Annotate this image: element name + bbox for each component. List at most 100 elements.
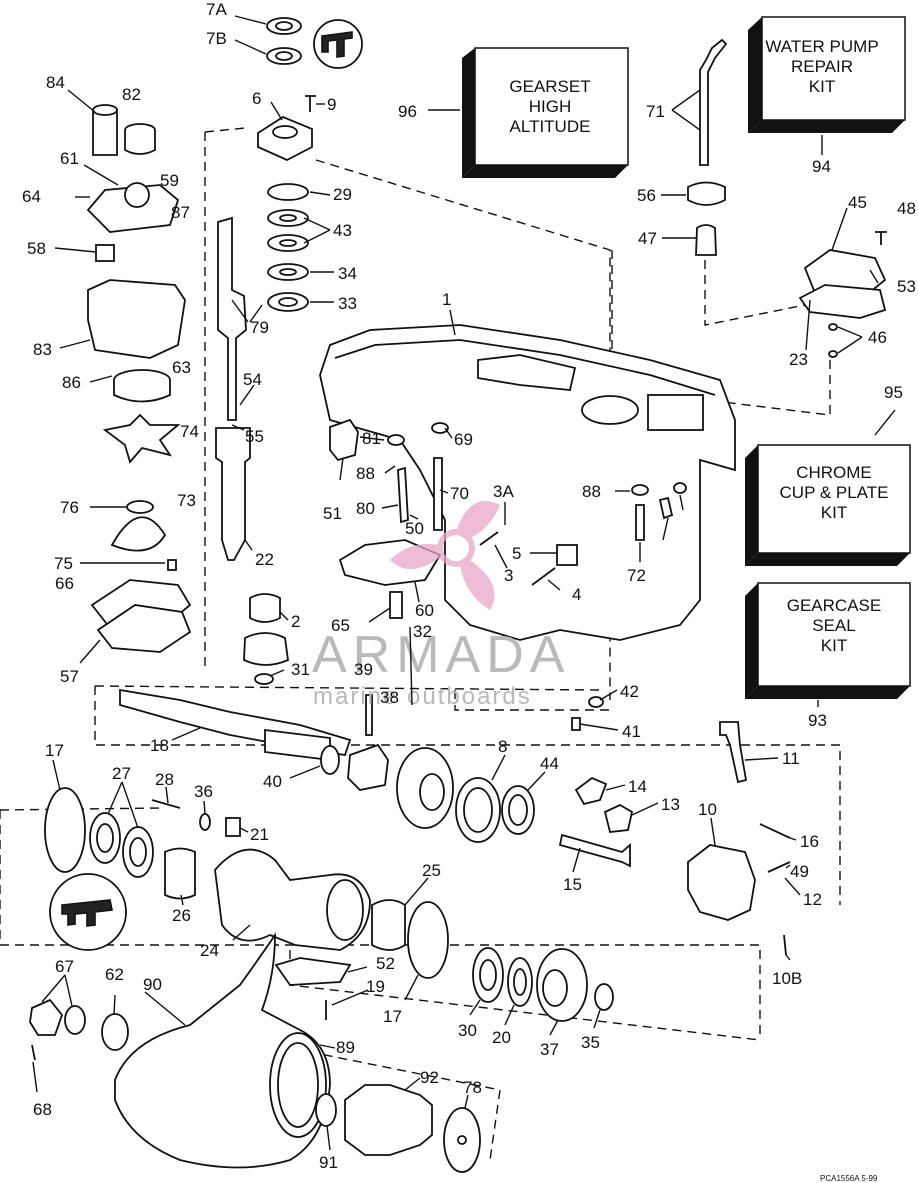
- kit-chrome-line-1: CHROME: [796, 463, 872, 482]
- kit-chrome-line-2: CUP & PLATE: [780, 483, 889, 502]
- part-shapes: [29, 17, 887, 1173]
- callout-3: 3: [504, 566, 513, 585]
- callout-33: 33: [338, 294, 357, 313]
- callout-5: 5: [512, 544, 521, 563]
- kit-chrome-line-3: KIT: [821, 503, 847, 522]
- callout-14: 14: [628, 777, 647, 796]
- callout-36: 36: [194, 782, 213, 801]
- callout-76: 76: [60, 498, 79, 517]
- callout-16: 16: [800, 832, 819, 851]
- callout-22: 22: [255, 550, 274, 569]
- callout-26: 26: [172, 906, 191, 925]
- callout-48: 48: [897, 199, 916, 218]
- callout-56: 56: [637, 186, 656, 205]
- callout-23: 23: [789, 350, 808, 369]
- callout-21: 21: [250, 825, 269, 844]
- callout-11: 11: [782, 749, 800, 768]
- callout-66: 66: [55, 574, 74, 593]
- callout-12: 12: [803, 890, 822, 909]
- callout-82: 82: [122, 85, 141, 104]
- callout-53: 53: [897, 277, 916, 296]
- callout-89: 89: [336, 1038, 355, 1057]
- callout-78: 78: [463, 1078, 482, 1097]
- callout-75: 75: [54, 554, 73, 573]
- watermark-propeller-logo: [390, 501, 500, 610]
- callout-9: 9: [327, 95, 336, 114]
- callout-68: 68: [33, 1100, 52, 1119]
- callout-38: 38: [380, 688, 399, 707]
- watermark: ARMADA marine outboards: [312, 501, 570, 710]
- figure-code: PCA1556A 5-99: [820, 1174, 878, 1183]
- callout-63: 63: [172, 358, 191, 377]
- callout-61: 61: [60, 149, 79, 168]
- callout-72: 72: [627, 566, 646, 585]
- callout-3a: 3A: [493, 482, 514, 501]
- kit-seal-line-1: GEARCASE: [787, 596, 881, 615]
- leader-lines: [32, 15, 896, 1151]
- callout-64: 64: [22, 187, 41, 206]
- callout-70: 70: [450, 484, 469, 503]
- callout-58: 58: [27, 239, 46, 258]
- callout-28: 28: [155, 770, 174, 789]
- callout-95: 95: [884, 383, 903, 402]
- callout-54: 54: [243, 370, 262, 389]
- callout-17: 17: [45, 741, 64, 760]
- callout-90: 90: [143, 975, 162, 994]
- callout-83: 83: [33, 340, 52, 359]
- kit-box-water-pump: WATER PUMP REPAIR KIT: [748, 16, 906, 133]
- callout-2: 2: [291, 612, 300, 631]
- callout-7b: 7B: [206, 29, 227, 48]
- kit-box-seal: GEARCASE SEAL KIT: [745, 582, 911, 699]
- watermark-brand: ARMADA: [312, 626, 570, 684]
- callout-50: 50: [405, 519, 424, 538]
- callout-24: 24: [200, 941, 219, 960]
- callout-84: 84: [46, 73, 65, 92]
- callout-numbers: 7A 7B 6 9 84 82 61 59 64 87 58 83 86 63 …: [22, 0, 916, 1172]
- kit-seal-line-3: KIT: [821, 636, 847, 655]
- callout-47: 47: [638, 229, 657, 248]
- callout-17b: 17: [383, 1007, 402, 1026]
- callout-96: 96: [398, 102, 417, 121]
- kit-gearset-line-3: ALTITUDE: [510, 117, 591, 136]
- callout-73: 73: [177, 491, 196, 510]
- kit-box-chrome: CHROME CUP & PLATE KIT: [745, 444, 911, 566]
- callout-20: 20: [492, 1028, 511, 1047]
- kit-gearset-line-2: HIGH: [529, 97, 572, 116]
- callout-88: 88: [356, 464, 375, 483]
- callout-7a: 7A: [206, 0, 227, 19]
- kit-water-pump-line-3: KIT: [809, 77, 835, 96]
- callout-65: 65: [331, 616, 350, 635]
- callout-80: 80: [356, 499, 375, 518]
- callout-10: 10: [698, 800, 717, 819]
- callout-88b: 88: [582, 482, 601, 501]
- callout-94: 94: [812, 157, 831, 176]
- callout-35: 35: [581, 1033, 600, 1052]
- callout-43: 43: [333, 221, 352, 240]
- callout-19: 19: [366, 977, 385, 996]
- callout-30: 30: [458, 1021, 477, 1040]
- callout-42: 42: [620, 682, 639, 701]
- kit-water-pump-line-2: REPAIR: [791, 57, 853, 76]
- callout-74: 74: [180, 422, 199, 441]
- callout-40: 40: [263, 772, 282, 791]
- kit-water-pump-line-1: WATER PUMP: [765, 37, 878, 56]
- callout-69: 69: [454, 430, 473, 449]
- callout-25: 25: [422, 861, 441, 880]
- callout-31: 31: [291, 660, 310, 679]
- callout-55: 55: [245, 427, 264, 446]
- callout-10b: 10B: [772, 969, 802, 988]
- callout-46: 46: [868, 328, 887, 347]
- callout-41: 41: [622, 722, 641, 741]
- callout-13: 13: [661, 795, 680, 814]
- callout-81: 81: [362, 429, 381, 448]
- callout-27: 27: [112, 764, 131, 783]
- callout-8: 8: [498, 737, 507, 756]
- callout-93: 93: [808, 711, 827, 730]
- callout-60: 60: [415, 601, 434, 620]
- callout-79: 79: [250, 318, 269, 337]
- callout-15: 15: [563, 875, 582, 894]
- callout-34: 34: [338, 264, 357, 283]
- callout-62: 62: [105, 965, 124, 984]
- callout-4: 4: [572, 585, 581, 604]
